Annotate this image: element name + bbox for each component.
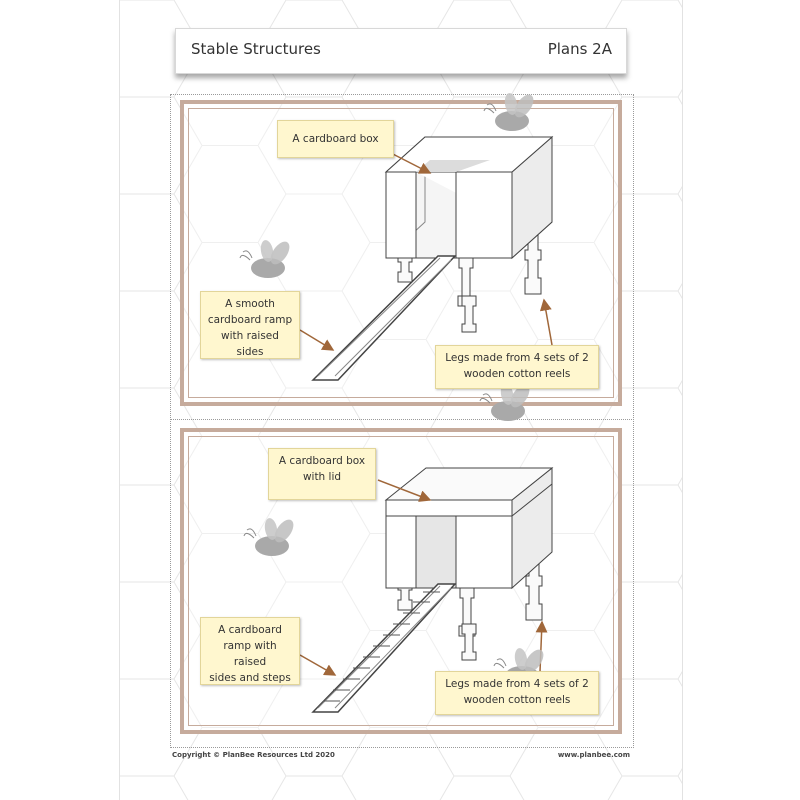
label-stepped-ramp: A cardboard ramp with raised sides and s… xyxy=(200,617,300,685)
bee-icon xyxy=(483,90,538,132)
cotton-reel-legs-2 xyxy=(397,547,543,661)
stable-drawing-1 xyxy=(311,135,554,381)
plan-code: Plans 2A xyxy=(547,40,612,58)
label-ramp: A smooth cardboard ramp with raised side… xyxy=(200,291,300,359)
stable-drawings xyxy=(239,90,554,713)
cut-line-outer xyxy=(170,94,634,748)
cut-line-middle xyxy=(170,419,632,420)
label-cardboard-box: A cardboard box xyxy=(277,120,394,158)
bee-icon xyxy=(239,237,294,279)
copyright-text: Copyright © PlanBee Resources Ltd 2020 xyxy=(172,751,335,759)
label-legs: Legs made from 4 sets of 2 wooden cotton… xyxy=(435,345,599,389)
bee-icon xyxy=(243,515,298,557)
label-legs: Legs made from 4 sets of 2 wooden cotton… xyxy=(435,671,599,715)
page-title: Stable Structures xyxy=(191,40,321,58)
page-header: Stable Structures Plans 2A xyxy=(175,28,627,74)
website-text: www.planbee.com xyxy=(557,751,630,759)
stable-drawing-2 xyxy=(311,466,554,713)
label-cardboard-box-lid: A cardboard box with lid xyxy=(268,448,376,500)
worksheet-page: Stable Structures Plans 2A xyxy=(120,0,682,800)
